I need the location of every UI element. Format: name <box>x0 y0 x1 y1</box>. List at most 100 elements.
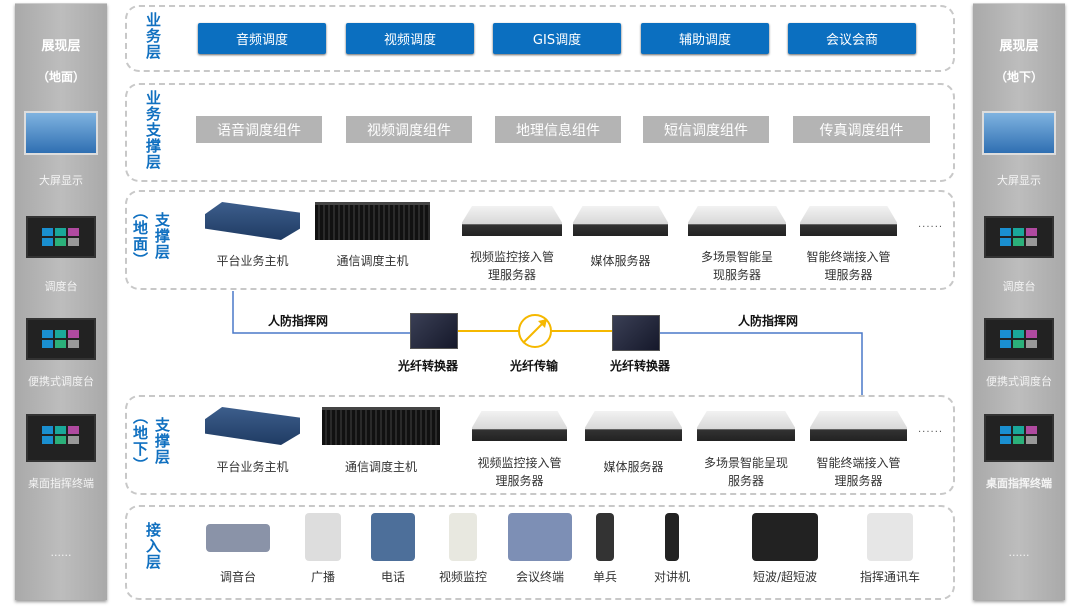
device-label: 媒体服务器 <box>590 254 651 268</box>
server-icon <box>462 206 562 236</box>
handheld-terminal-icon <box>596 513 614 561</box>
screen-tile <box>68 340 79 348</box>
business-item[interactable]: GIS调度 <box>493 23 621 54</box>
screen-tile <box>1026 436 1037 444</box>
panel-item-label: 调度台 <box>44 280 78 293</box>
right-panel: 展现层 （地下） 大屏显示调度台便携式调度台桌面指挥终端...... <box>973 3 1065 600</box>
screen-tile <box>55 436 66 444</box>
panel-item-label: 大屏显示 <box>39 174 83 187</box>
command-vehicle-icon <box>867 513 913 561</box>
screen-tile <box>55 340 66 348</box>
underground-support-layer-box <box>125 395 955 495</box>
portable-console-icon <box>984 318 1054 360</box>
screen-tile <box>42 238 53 246</box>
access-device-label: 广播 <box>310 570 336 584</box>
layer-label-location: （地面） <box>131 204 149 268</box>
screen-tile <box>1000 330 1011 338</box>
screen-tile <box>1000 436 1011 444</box>
more-indicator: ...... <box>918 424 944 435</box>
screen-tile <box>1000 228 1011 236</box>
fiber-label: 光纤传输 <box>510 359 559 373</box>
support-component[interactable]: 短信调度组件 <box>643 116 769 143</box>
device-label: 多场景智能呈现 服务器 <box>703 456 789 488</box>
converter-label: 光纤转换器 <box>398 359 459 373</box>
more-indicator: ...... <box>1008 546 1030 559</box>
server-icon <box>573 206 668 236</box>
device-label: 视频监控接入管 理服务器 <box>477 456 562 488</box>
access-device-label: 会议终端 <box>515 570 565 584</box>
screen-tile <box>68 436 79 444</box>
business-item[interactable]: 会议会商 <box>788 23 916 54</box>
fiber-icon <box>518 314 552 348</box>
dispatch-console-icon <box>984 216 1054 258</box>
left-panel: 展现层 （地面） 大屏显示调度台便携式调度台桌面指挥终端...... <box>15 3 107 600</box>
screen-tile <box>1026 238 1037 246</box>
screen-tile <box>42 228 53 236</box>
panel-subtitle: （地面） <box>36 70 85 84</box>
device-label: 媒体服务器 <box>603 460 664 474</box>
support-component[interactable]: 地理信息组件 <box>495 116 621 143</box>
business-support-layer-box <box>125 83 955 182</box>
screen-tile <box>42 426 53 434</box>
layer-label-location: （地下） <box>131 409 149 473</box>
access-device-label: 调音台 <box>219 570 257 584</box>
video-wall-icon <box>982 111 1056 155</box>
network-label: 人防指挥网 <box>268 314 329 328</box>
business-item[interactable]: 辅助调度 <box>641 23 769 54</box>
screen-tile <box>55 426 66 434</box>
screen-tile <box>68 330 79 338</box>
business-item[interactable]: 视频调度 <box>346 23 474 54</box>
access-layer-box <box>125 505 955 600</box>
screen-tile <box>1000 340 1011 348</box>
server-icon <box>585 411 682 441</box>
screen-tile <box>1013 436 1024 444</box>
panel-title: 展现层 <box>999 39 1039 54</box>
more-indicator: ...... <box>918 219 944 230</box>
screen-tile <box>68 228 79 236</box>
layer-label-name: 支撑层 <box>153 212 171 260</box>
access-device-label: 对讲机 <box>653 570 691 584</box>
screen-tile <box>42 340 53 348</box>
screen-tile <box>1026 340 1037 348</box>
business-support-layer-label: 业务支撑层 <box>144 90 162 170</box>
comm-host-icon <box>315 202 430 240</box>
support-component[interactable]: 语音调度组件 <box>196 116 322 143</box>
mixer-icon <box>206 524 270 552</box>
ground-support-layer-box <box>125 190 955 290</box>
panel-item-label: 便携式调度台 <box>28 375 94 388</box>
device-label: 平台业务主机 <box>216 254 289 268</box>
screen-tile <box>1026 426 1037 434</box>
walkie-talkie-icon <box>665 513 679 561</box>
panel-title: 展现层 <box>41 39 81 54</box>
device-label: 多场景智能呈 现服务器 <box>700 250 774 282</box>
access-device-label: 单兵 <box>592 570 618 584</box>
screen-tile <box>1000 426 1011 434</box>
business-item[interactable]: 音频调度 <box>198 23 326 54</box>
camera-icon <box>449 513 477 561</box>
support-component[interactable]: 传真调度组件 <box>793 116 930 143</box>
device-label: 智能终端接入管 理服务器 <box>806 250 891 282</box>
panel-item-label: 便携式调度台 <box>986 375 1052 388</box>
device-label: 视频监控接入管 理服务器 <box>469 250 555 282</box>
panel-item-label: 大屏显示 <box>997 174 1041 187</box>
server-icon <box>810 411 907 441</box>
more-indicator: ...... <box>50 546 72 559</box>
screen-tile <box>55 228 66 236</box>
support-component[interactable]: 视频调度组件 <box>346 116 472 143</box>
server-icon <box>472 411 567 441</box>
screen-tile <box>42 330 53 338</box>
panel-subtitle: （地下） <box>994 70 1043 84</box>
panel-item-label: 调度台 <box>1002 280 1036 293</box>
screen-tile <box>42 436 53 444</box>
panel-item-label: 桌面指挥终端 <box>28 477 94 490</box>
screen-tile <box>1013 228 1024 236</box>
server-icon <box>800 206 897 236</box>
shortwave-radio-icon <box>752 513 818 561</box>
layer-label-name: 支撑层 <box>153 417 171 465</box>
panel-item-label: 桌面指挥终端 <box>986 477 1052 490</box>
access-device-label: 电话 <box>380 570 406 584</box>
screen-tile <box>55 238 66 246</box>
screen-tile <box>1013 426 1024 434</box>
converter-label: 光纤转换器 <box>610 359 671 373</box>
loudspeaker-icon <box>305 513 341 561</box>
